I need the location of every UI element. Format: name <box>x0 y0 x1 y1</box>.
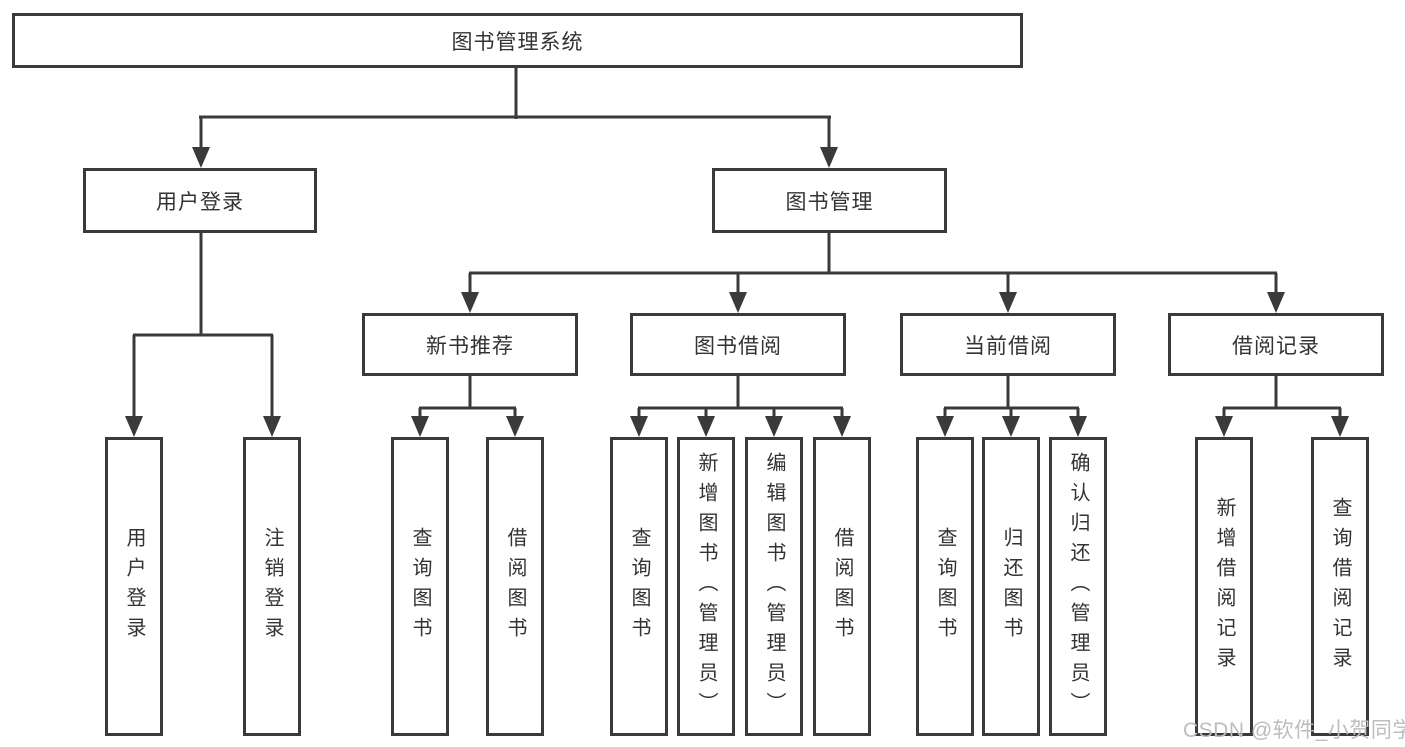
leaf-return-book: 归还图书 <box>982 437 1040 736</box>
leaf-user-login-label: 用户登录 <box>123 526 145 647</box>
leaf-edit-book-admin-label: 编辑图书（管理员） <box>763 451 785 722</box>
leaf-query-borrow-record: 查询借阅记录 <box>1311 437 1369 736</box>
leaf-query-books-borrow-label: 查询图书 <box>628 526 650 647</box>
leaf-query-borrow-record-label: 查询借阅记录 <box>1329 496 1351 677</box>
leaf-user-login: 用户登录 <box>105 437 163 736</box>
leaf-edit-book-admin: 编辑图书（管理员） <box>745 437 803 736</box>
leaf-query-books-recommend-label: 查询图书 <box>409 526 431 647</box>
leaf-add-book-admin: 新增图书（管理员） <box>677 437 735 736</box>
leaf-query-books-recommend: 查询图书 <box>391 437 449 736</box>
leaf-borrow-books-recommend-label: 借阅图书 <box>504 526 526 647</box>
leaf-logout: 注销登录 <box>243 437 301 736</box>
node-user-login: 用户登录 <box>83 168 317 233</box>
leaf-borrow-books: 借阅图书 <box>813 437 871 736</box>
leaf-add-borrow-record: 新增借阅记录 <box>1195 437 1253 736</box>
leaf-add-borrow-record-label: 新增借阅记录 <box>1213 496 1235 677</box>
leaf-logout-label: 注销登录 <box>261 526 283 647</box>
leaf-confirm-return-admin: 确认归还（管理员） <box>1049 437 1107 736</box>
leaf-query-books-borrow: 查询图书 <box>610 437 668 736</box>
leaf-return-book-label: 归还图书 <box>1000 526 1022 647</box>
node-borrow-records: 借阅记录 <box>1168 313 1384 376</box>
csdn-watermark: CSDN @软件_小贺同学 <box>1183 719 1405 742</box>
node-book-management: 图书管理 <box>712 168 947 233</box>
node-root-library-system: 图书管理系统 <box>12 13 1023 68</box>
node-current-borrow: 当前借阅 <box>900 313 1116 376</box>
node-book-borrow: 图书借阅 <box>630 313 846 376</box>
leaf-add-book-admin-label: 新增图书（管理员） <box>695 451 717 722</box>
node-new-book-recommend: 新书推荐 <box>362 313 578 376</box>
leaf-confirm-return-admin-label: 确认归还（管理员） <box>1067 451 1089 722</box>
leaf-query-books-current: 查询图书 <box>916 437 974 736</box>
leaf-borrow-books-recommend: 借阅图书 <box>486 437 544 736</box>
leaf-borrow-books-label: 借阅图书 <box>831 526 853 647</box>
leaf-query-books-current-label: 查询图书 <box>934 526 956 647</box>
